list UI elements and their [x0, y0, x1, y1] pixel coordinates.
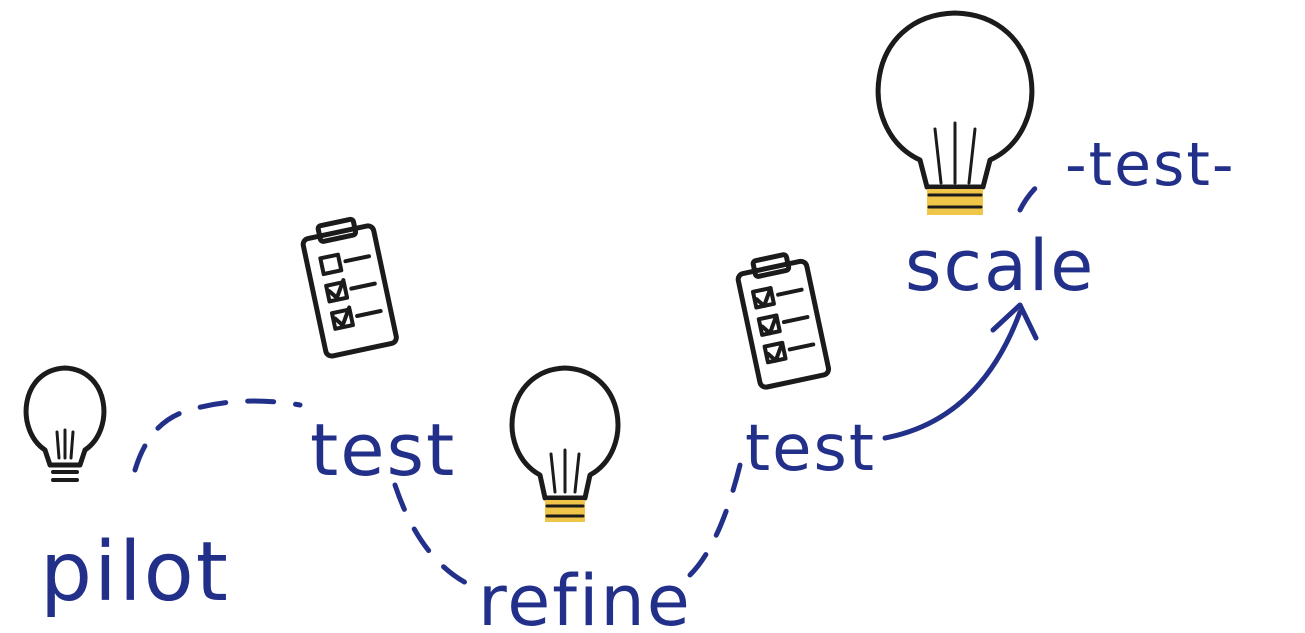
- label-scale: scale: [905, 225, 1095, 307]
- lightbulb-icon: [875, 10, 1035, 215]
- checklist-icon: [735, 252, 832, 390]
- dashed-connector-refine-test: [687, 462, 743, 578]
- label-refine: refine: [478, 560, 692, 633]
- label-test-2: test: [745, 412, 876, 486]
- dashed-connector-scale-test: [1017, 172, 1053, 213]
- dashed-connector-test-refine: [392, 482, 473, 588]
- label-test-3: -test-: [1065, 130, 1236, 200]
- arrow-icon: [990, 302, 1039, 341]
- arrow-connector-test-scale: [882, 309, 1023, 441]
- dashed-connector-pilot-test: [132, 398, 303, 473]
- lightbulb-icon: [23, 365, 107, 482]
- checklist-icon: [300, 216, 399, 359]
- lightbulb-icon: [509, 365, 621, 522]
- label-pilot: pilot: [40, 525, 230, 620]
- label-test-1: test: [310, 408, 456, 492]
